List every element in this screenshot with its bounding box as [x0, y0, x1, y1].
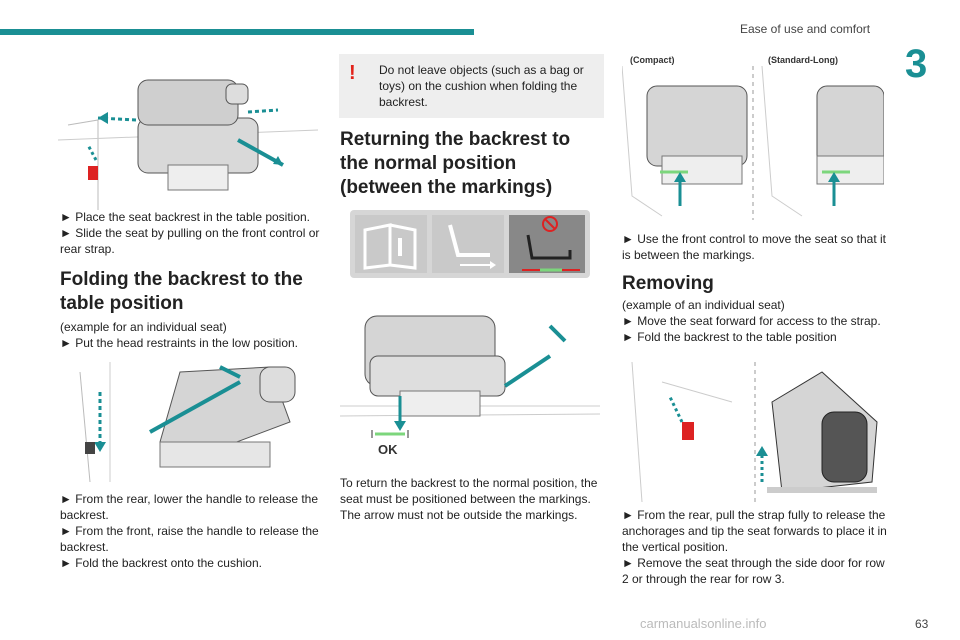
bullet: ► Remove the seat through the side door … — [622, 556, 885, 586]
bullet: ► Put the head restraints in the low pos… — [60, 336, 299, 350]
col1-bullets-a: ► Place the seat backrest in the table p… — [60, 209, 325, 257]
watermark: carmanualsonline.info — [640, 616, 767, 631]
label-standard-long: (Standard-Long) — [768, 55, 838, 65]
col2-body: To return the backrest to the normal pos… — [340, 476, 598, 522]
col3-bullets-c: ► From the rear, pull the strap fully to… — [622, 507, 887, 587]
bullet: ► From the rear, lower the handle to rel… — [60, 492, 319, 522]
header-accent-bar — [0, 29, 474, 35]
bullet: ► From the rear, pull the strap fully to… — [622, 508, 887, 554]
warning-icon: ! — [349, 62, 356, 84]
col3-intro-block: (example of an individual seat) ► Move t… — [622, 297, 887, 345]
illustration-seat-markings — [340, 315, 600, 438]
illustration-head-restraints — [79, 362, 296, 482]
illustration-compact-vs-long — [622, 66, 884, 220]
col1-intro-block: (example for an individual seat) ► Put t… — [60, 319, 325, 351]
bullet: ► From the front, raise the handle to re… — [60, 524, 319, 554]
section-title: Ease of use and comfort — [740, 22, 871, 36]
bullet: ► Slide the seat by pulling on the front… — [60, 226, 320, 256]
chapter-number: 3 — [905, 42, 928, 86]
heading-returning-backrest: Returning the backrest to the normal pos… — [340, 129, 571, 198]
pictogram-strip — [350, 210, 590, 278]
col3-bullet-a: ► Use the front control to move the seat… — [622, 232, 887, 262]
page-number: 63 — [915, 617, 929, 631]
warning-text: Do not leave objects (such as a bag or t… — [379, 63, 584, 109]
label-compact: (Compact) — [630, 55, 675, 65]
bullet: ► Place the seat backrest in the table p… — [60, 210, 311, 224]
heading-removing: Removing — [622, 273, 714, 294]
illustration-removing-seat — [631, 362, 878, 502]
illustration-seat-table-position — [58, 79, 318, 210]
intro-text: (example of an individual seat) — [622, 298, 785, 312]
heading-folding-backrest: Folding the backrest to the table positi… — [60, 269, 303, 314]
col1-bullets-c: ► From the rear, lower the handle to rel… — [60, 491, 325, 571]
seat-slide-icon — [448, 224, 496, 269]
no-objects-seat-icon — [522, 216, 580, 272]
bullet: ► Fold the backrest to the table positio… — [622, 330, 837, 344]
bullet: ► Move the seat forward for access to th… — [622, 314, 881, 328]
ok-label: OK — [378, 442, 398, 457]
intro-text: (example for an individual seat) — [60, 320, 227, 334]
manual-book-icon — [363, 223, 417, 270]
warning-box: ! Do not leave objects (such as a bag or… — [339, 54, 604, 118]
bullet: ► Fold the backrest onto the cushion. — [60, 556, 262, 570]
